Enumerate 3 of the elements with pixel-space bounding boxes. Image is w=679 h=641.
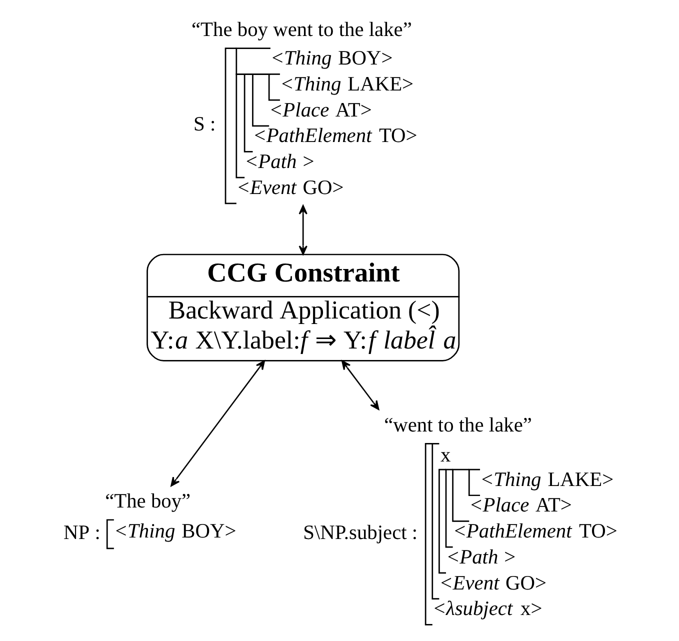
node-text: “went to the lake” S\NP.subject : x <Thing LAKE> <Place AT> <PathElement TO> <Path > <Event GO> <λsubject x> [303, 414, 618, 620]
node-text: “The boy” NP : <Thing BOY> [64, 490, 236, 544]
node-text: “The boy went to the lake” S : <Thing BOY> <Thing LAKE> <Place AT> <PathElement TO> <Path > <Event GO> [191, 19, 418, 199]
